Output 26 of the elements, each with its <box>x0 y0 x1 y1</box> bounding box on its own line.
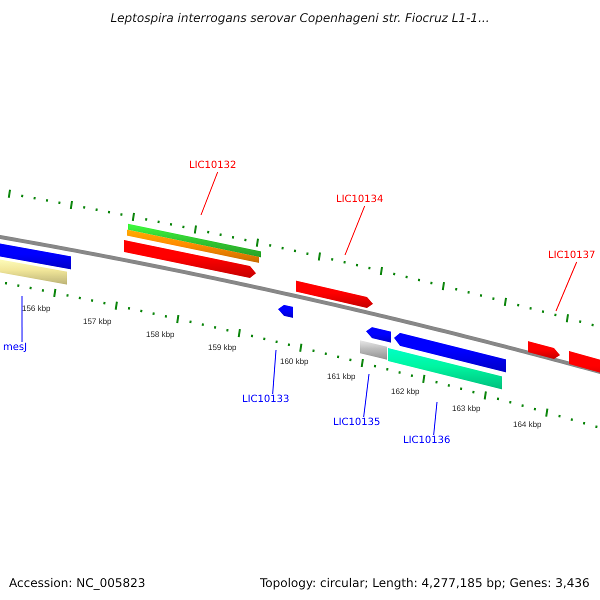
scale-label: 163 kbp <box>452 404 480 413</box>
gene-label: LIC10136 <box>403 435 450 447</box>
scale-label: 159 kbp <box>208 343 236 352</box>
scale-label: 160 kbp <box>280 357 308 366</box>
gene-label: LIC10134 <box>336 194 384 206</box>
gene-label: LIC10137 <box>548 250 596 262</box>
footer-text: Topology: circular; Length: 4,277,185 bp; Genes: 3,436 <box>260 576 590 590</box>
scale-label: 157 kbp <box>83 317 112 326</box>
leader-line <box>22 296 23 342</box>
scale-label: 156 kbp <box>22 304 50 313</box>
title: Leptospira interrogans serovar Copenhageni str. Fiocruz L1-1... <box>109 11 491 25</box>
leader-line <box>433 402 438 436</box>
leader-line <box>363 374 370 418</box>
footer-text: Accession: NC_005823 <box>9 576 146 590</box>
leader-line <box>556 262 578 312</box>
gene-label: LIC10132 <box>189 160 236 172</box>
scale-label: 162 kbp <box>391 387 420 396</box>
leader-line <box>200 172 218 216</box>
gene-label: LIC10135 <box>333 417 380 429</box>
leader-line <box>344 206 366 256</box>
scale-label: 164 kbp <box>513 420 542 429</box>
gene-label: LIC10133 <box>242 394 290 406</box>
leader-line <box>272 350 276 394</box>
scale-label: 158 kbp <box>146 330 174 339</box>
scale-label: 161 kbp <box>327 372 356 381</box>
gene-label: mesJ <box>3 342 28 354</box>
